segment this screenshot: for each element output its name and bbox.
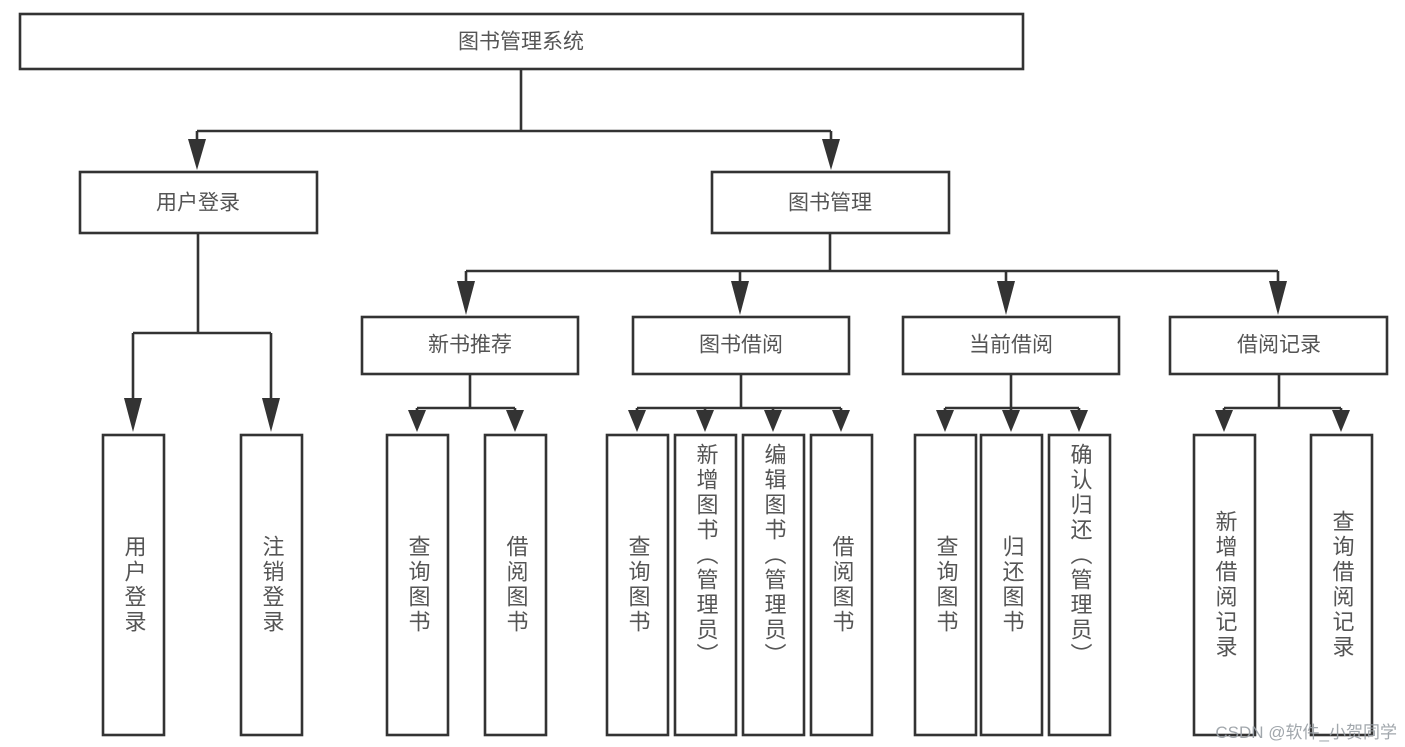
connector-new-book-recommend-bus bbox=[408, 374, 524, 432]
leaf-box-query-book-2[interactable] bbox=[605, 433, 670, 737]
arrow-to-user-login bbox=[188, 139, 206, 170]
arrow-to-new-book-recommend bbox=[457, 281, 475, 315]
leaf-box-borrow-book-2[interactable] bbox=[809, 433, 874, 737]
root-label: 图书管理系统 bbox=[458, 31, 584, 54]
arrow-to-leaf-borrow-book-2 bbox=[832, 410, 850, 432]
arrow-to-leaf-edit-book bbox=[764, 410, 782, 432]
leaf-box-query-book-1[interactable] bbox=[385, 433, 450, 737]
leaf-box-return-book[interactable] bbox=[979, 433, 1044, 737]
arrow-to-leaf-user-logout bbox=[262, 398, 280, 432]
leaf-box-edit-book[interactable] bbox=[741, 433, 806, 737]
root-box bbox=[18, 12, 1025, 71]
leaf-box-user-login[interactable] bbox=[101, 433, 166, 737]
arrow-to-leaf-return-book bbox=[1002, 410, 1020, 432]
connector-current-borrow-bus bbox=[936, 374, 1088, 432]
node-borrow-record[interactable]: 借阅记录 bbox=[1168, 315, 1389, 376]
connector-book-management-bus bbox=[457, 233, 1287, 315]
user-login-box bbox=[78, 170, 319, 235]
leaf-box-user-logout[interactable] bbox=[239, 433, 304, 737]
connector-user-login-bus bbox=[124, 233, 280, 432]
arrow-to-book-borrow bbox=[731, 281, 749, 315]
arrow-to-leaf-add-book bbox=[696, 410, 714, 432]
new-book-recommend-label: 新书推荐 bbox=[428, 334, 512, 357]
arrow-to-leaf-add-record bbox=[1215, 410, 1233, 432]
book-borrow-label: 图书借阅 bbox=[699, 334, 783, 357]
arrow-to-leaf-query-book-1 bbox=[408, 410, 426, 432]
leaf-box-add-book[interactable] bbox=[673, 433, 738, 737]
leaf-box-add-record[interactable] bbox=[1192, 433, 1257, 737]
arrow-to-book-management bbox=[822, 139, 840, 170]
new-book-recommend-box bbox=[360, 315, 580, 376]
arrow-to-borrow-record bbox=[1269, 281, 1287, 315]
book-management-label: 图书管理 bbox=[788, 192, 872, 215]
connector-root-bus bbox=[188, 69, 840, 170]
arrow-to-current-borrow bbox=[997, 281, 1015, 315]
arrow-to-leaf-query-book-2 bbox=[628, 410, 646, 432]
node-book-management[interactable]: 图书管理 bbox=[710, 170, 951, 235]
leaf-box-query-book-3[interactable] bbox=[913, 433, 978, 737]
borrow-record-label: 借阅记录 bbox=[1237, 334, 1321, 357]
connector-book-borrow-bus bbox=[628, 374, 850, 432]
current-borrow-box bbox=[901, 315, 1121, 376]
leaf-box-borrow-book-1[interactable] bbox=[483, 433, 548, 737]
node-user-login[interactable]: 用户登录 bbox=[78, 170, 319, 235]
node-root[interactable]: 图书管理系统 bbox=[18, 12, 1025, 71]
node-new-book-recommend[interactable]: 新书推荐 bbox=[360, 315, 580, 376]
arrow-to-leaf-query-book-3 bbox=[936, 410, 954, 432]
current-borrow-label: 当前借阅 bbox=[969, 334, 1053, 357]
node-current-borrow[interactable]: 当前借阅 bbox=[901, 315, 1121, 376]
arrow-to-leaf-query-record bbox=[1332, 410, 1350, 432]
arrow-to-leaf-borrow-book-1 bbox=[506, 410, 524, 432]
leaf-box-confirm-return[interactable] bbox=[1047, 433, 1112, 737]
connector-borrow-record-bus bbox=[1215, 374, 1350, 432]
leaf-box-query-record[interactable] bbox=[1309, 433, 1374, 737]
user-login-label: 用户登录 bbox=[156, 192, 240, 215]
node-book-borrow[interactable]: 图书借阅 bbox=[631, 315, 851, 376]
arrow-to-leaf-confirm-return bbox=[1070, 410, 1088, 432]
arrow-to-leaf-user-login bbox=[124, 398, 142, 432]
